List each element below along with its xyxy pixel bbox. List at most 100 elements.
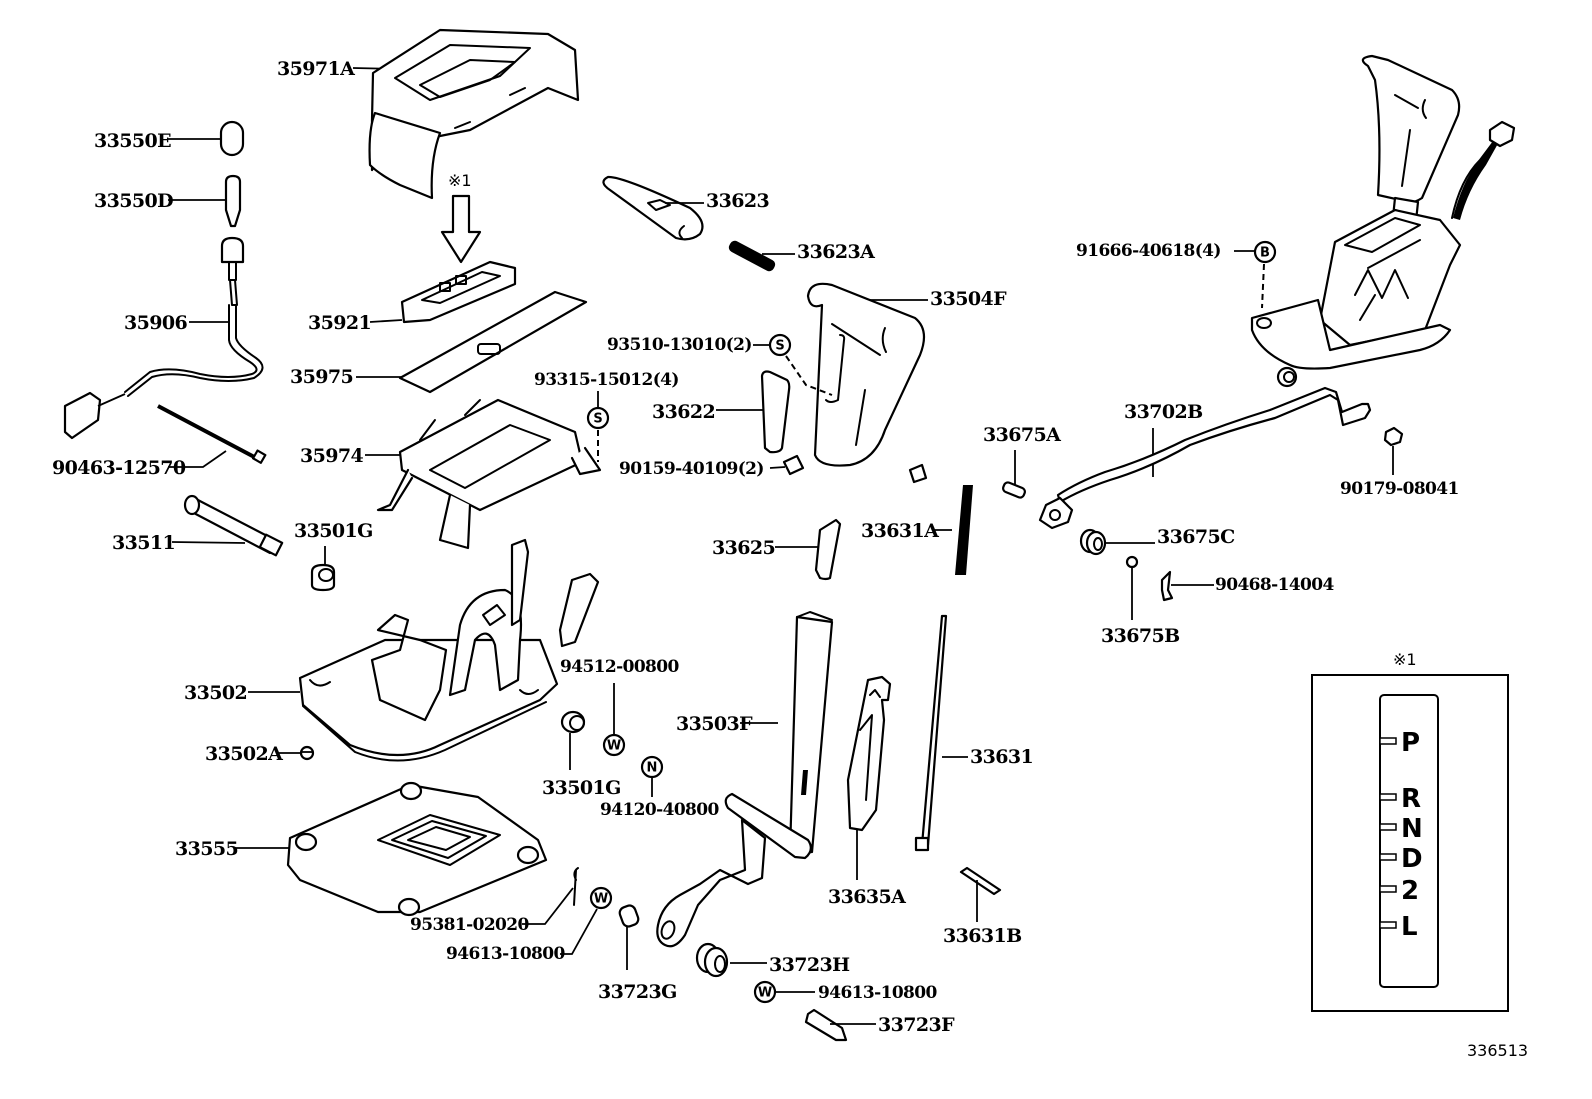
- collar-icon: [618, 904, 640, 928]
- part-33502[interactable]: 33502: [184, 538, 600, 762]
- part-33622[interactable]: 33622: [652, 370, 791, 454]
- label-35971A: 35971A: [277, 58, 355, 80]
- knob-insert-icon: [760, 370, 791, 454]
- part-33503F[interactable]: 33503F: [656, 611, 834, 948]
- part-94613-10800-left[interactable]: W 94613-10800: [446, 886, 613, 964]
- label-33723F: 33723F: [878, 1014, 955, 1036]
- shift-plate-icon: [398, 290, 588, 394]
- gear-label-2: 2: [1401, 876, 1419, 906]
- gear-tick-N: [1379, 823, 1397, 831]
- detent-clip-icon: [814, 518, 842, 581]
- part-33623A[interactable]: 33623A: [727, 239, 876, 273]
- inset-title: ※1: [1393, 650, 1417, 669]
- clip-icon: [1160, 570, 1174, 602]
- part-35921[interactable]: 35921: [308, 260, 517, 334]
- label-33502: 33502: [184, 682, 247, 704]
- pin-icon: [804, 1008, 848, 1042]
- part-33675B[interactable]: 33675B: [1101, 555, 1181, 647]
- part-33501G-lower[interactable]: 33501G: [542, 710, 621, 799]
- label-33625: 33625: [712, 537, 775, 559]
- callout-mark: ※1: [448, 171, 472, 190]
- part-94613-10800-right[interactable]: W 94613-10800: [753, 980, 938, 1004]
- part-33635A[interactable]: 33635A: [828, 675, 907, 908]
- part-95381-02020[interactable]: 95381-02020: [410, 867, 579, 935]
- nut-icon: [299, 745, 315, 761]
- label-33723H: 33723H: [769, 954, 850, 976]
- label-93510-13010: 93510-13010(2): [607, 335, 752, 355]
- part-90159-40109[interactable]: 90159-40109(2): [619, 454, 805, 479]
- symbol-w-circle: [589, 886, 613, 910]
- label-33511: 33511: [112, 532, 175, 554]
- label-33631B: 33631B: [943, 925, 1022, 947]
- label-33675A: 33675A: [983, 424, 1061, 446]
- gear-tick-P: [1379, 737, 1397, 745]
- part-33723G[interactable]: 33723G: [598, 904, 677, 1003]
- label-35921: 35921: [308, 312, 371, 334]
- label-33501G-upper: 33501G: [294, 520, 373, 542]
- part-33631B[interactable]: 33631B: [943, 866, 1023, 947]
- gear-label-L: L: [1401, 912, 1418, 942]
- part-33675A[interactable]: 33675A: [983, 424, 1062, 499]
- part-35975[interactable]: 35975: [290, 290, 588, 394]
- symbol-w-circle: [753, 980, 777, 1004]
- part-33623[interactable]: 33623: [602, 175, 770, 241]
- label-94120-40800: 94120-40800: [600, 800, 720, 820]
- bushing-icon: [310, 563, 336, 592]
- label-91666-40618: 91666-40618(4): [1076, 241, 1221, 261]
- part-91666-40618[interactable]: 91666-40618(4) B: [1076, 240, 1277, 309]
- part-33675C[interactable]: 33675C: [1079, 526, 1236, 556]
- symbol-n-circle: [640, 755, 664, 779]
- symbol-w-circle: [602, 733, 626, 757]
- label-33504F: 33504F: [930, 288, 1007, 310]
- part-33555[interactable]: 33555: [175, 781, 548, 917]
- symbol-b-circle: [1253, 240, 1277, 264]
- label-93315-15012: 93315-15012(4): [534, 370, 679, 390]
- part-33723F[interactable]: 33723F: [804, 1008, 956, 1042]
- spring-icon: [728, 240, 776, 272]
- label-33622: 33622: [652, 401, 715, 423]
- label-94613-10800-left: 94613-10800: [446, 944, 566, 964]
- indicator-plate-icon: [400, 260, 517, 324]
- symbol-s-text: S: [593, 412, 602, 427]
- label-33555: 33555: [175, 838, 238, 860]
- part-33631A[interactable]: 33631A: [861, 485, 973, 575]
- rod-icon: [920, 614, 948, 847]
- part-35906[interactable]: 35906: [63, 236, 264, 440]
- label-33501G-lower: 33501G: [542, 777, 621, 799]
- part-33723H[interactable]: 33723H: [695, 942, 851, 978]
- washer-icon: [1125, 555, 1139, 569]
- part-33502A[interactable]: 33502A: [205, 743, 315, 765]
- part-35974[interactable]: 35974: [300, 398, 602, 550]
- part-35971A[interactable]: 35971A: [277, 28, 580, 200]
- part-33631[interactable]: 33631: [914, 614, 1034, 852]
- label-94613-10800-right: 94613-10800: [818, 983, 938, 1003]
- connector-icon: [63, 391, 102, 440]
- label-33631A: 33631A: [861, 520, 939, 542]
- label-94512-00800: 94512-00800: [560, 657, 680, 677]
- part-33702B[interactable]: 33702B: [1038, 386, 1372, 530]
- part-90179-08041[interactable]: 90179-08041: [1340, 426, 1459, 499]
- gear-label-R: R: [1401, 784, 1421, 814]
- part-33504F[interactable]: 33504F: [806, 282, 1008, 467]
- part-33501G-upper[interactable]: 33501G: [294, 520, 373, 592]
- part-93510-13010[interactable]: 93510-13010(2) S: [607, 333, 833, 396]
- label-35906: 35906: [124, 312, 187, 334]
- part-33550D[interactable]: 33550D: [94, 174, 242, 228]
- part-90468-14004[interactable]: 90468-14004: [1160, 570, 1335, 602]
- gear-label-N: N: [1401, 814, 1423, 844]
- label-95381-02020: 95381-02020: [410, 915, 530, 935]
- part-33625[interactable]: 33625: [712, 518, 842, 581]
- label-33635A: 33635A: [828, 886, 906, 908]
- symbol-s-circle: [768, 333, 792, 357]
- part-94120-40800[interactable]: N 94120-40800: [600, 755, 720, 820]
- part-33511[interactable]: 33511: [112, 494, 284, 557]
- part-94512-00800[interactable]: 94512-00800 W: [560, 657, 680, 757]
- symbol-w-text: W: [607, 739, 621, 754]
- part-90463-12570[interactable]: 90463-12570: [52, 404, 267, 479]
- gear-tick-2: [1379, 885, 1397, 893]
- label-33623A: 33623A: [797, 241, 875, 263]
- screw-icon: [908, 463, 928, 484]
- part-33550E[interactable]: 33550E: [94, 120, 245, 157]
- part-93315-15012[interactable]: 93315-15012(4) S: [534, 370, 679, 462]
